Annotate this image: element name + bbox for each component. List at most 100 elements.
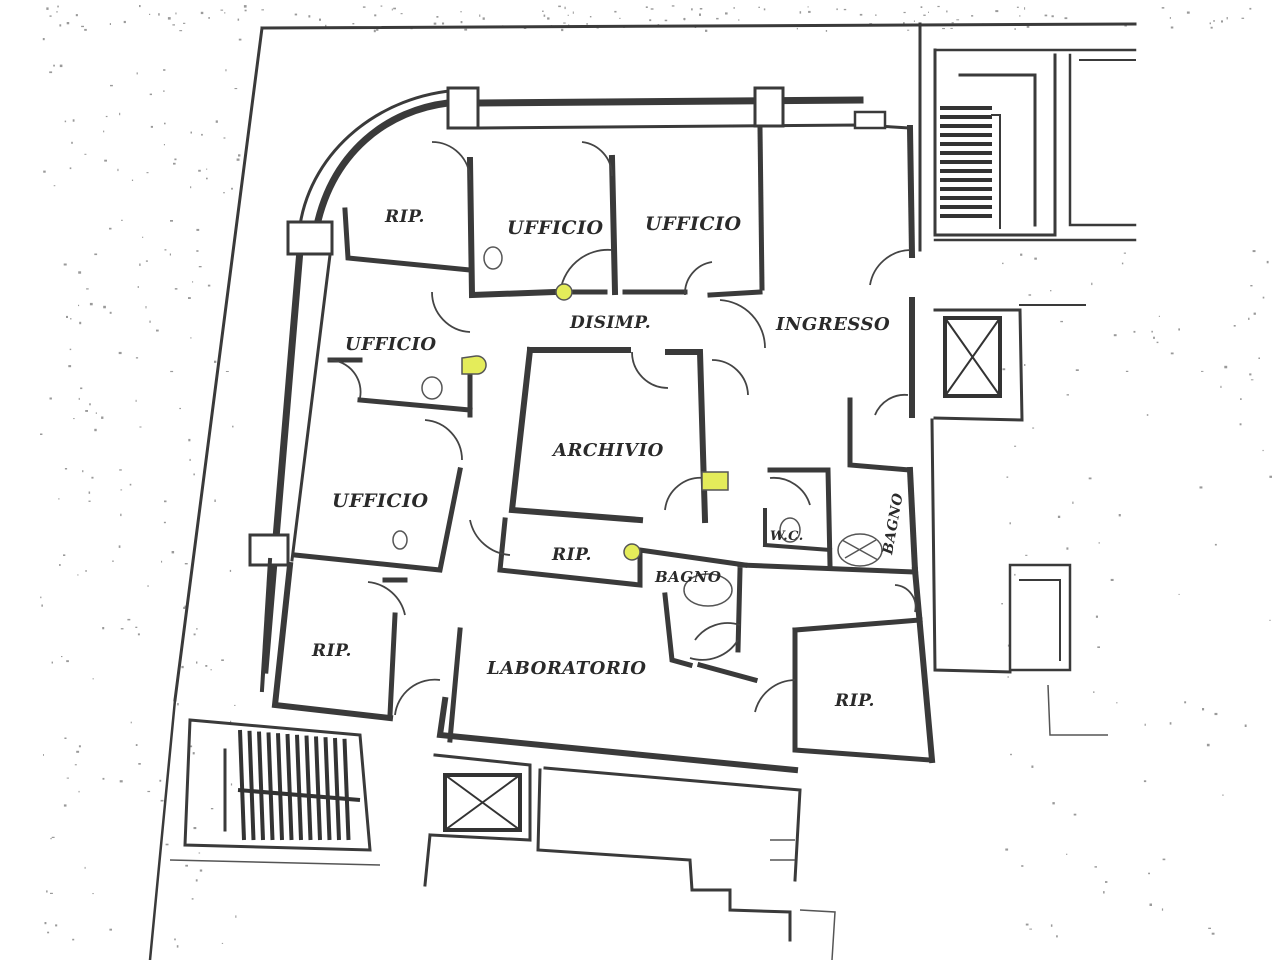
- scan-speck: [109, 23, 111, 25]
- room-label-wc: W.C.: [770, 529, 804, 544]
- scan-speck: [92, 678, 94, 680]
- scan-speck: [1161, 7, 1165, 9]
- scan-speck: [561, 28, 564, 32]
- scan-speck: [44, 922, 47, 925]
- scan-speck: [1088, 477, 1092, 480]
- scan-speck: [229, 569, 232, 572]
- scan-speck: [586, 23, 588, 25]
- scan-speck: [1170, 352, 1174, 355]
- scan-speck: [1014, 28, 1016, 30]
- scan-speck: [920, 6, 923, 8]
- scan-speck: [995, 10, 999, 13]
- scan-speck: [170, 370, 174, 373]
- scan-speck: [1249, 7, 1252, 10]
- scan-speck: [74, 764, 77, 766]
- scan-speck: [1224, 365, 1228, 369]
- building-outline: [148, 22, 1137, 960]
- scan-speck: [149, 320, 151, 323]
- scan-speck: [1249, 373, 1252, 376]
- scan-speck: [84, 866, 86, 869]
- scan-speck: [224, 12, 226, 14]
- scan-speck: [137, 633, 140, 636]
- scan-speck: [1266, 260, 1269, 264]
- scan-speck: [46, 890, 48, 893]
- scan-speck: [482, 17, 485, 20]
- scan-speck: [190, 131, 192, 134]
- scan-speck: [66, 22, 70, 25]
- scan-speck: [903, 22, 905, 24]
- scan-speck: [223, 192, 225, 194]
- scan-speck: [1024, 364, 1026, 366]
- scan-speck: [53, 185, 56, 187]
- room-label-disimp: DISIMP.: [569, 313, 651, 333]
- scan-speck: [221, 659, 224, 661]
- door-swings: [329, 141, 917, 716]
- scan-speck: [164, 500, 167, 503]
- scan-speck: [1248, 317, 1250, 320]
- scan-speck: [206, 177, 208, 180]
- scan-speck: [78, 397, 80, 400]
- scan-speck: [956, 19, 960, 21]
- scan-speck: [1214, 712, 1218, 716]
- scan-speck: [1208, 927, 1211, 929]
- scan-speck: [1103, 891, 1105, 894]
- scan-speck: [95, 412, 97, 414]
- scan-speck: [43, 170, 46, 173]
- scan-speck: [206, 168, 208, 170]
- scan-speck: [1094, 866, 1097, 868]
- scan-speck: [950, 27, 953, 29]
- scan-speck: [147, 585, 149, 587]
- room-label-rip-top: RIP.: [384, 207, 425, 227]
- scan-speck: [109, 928, 112, 931]
- scan-speck: [136, 72, 138, 75]
- scan-speck: [146, 172, 149, 174]
- scan-speck: [79, 321, 82, 325]
- scan-speck: [836, 8, 838, 11]
- scan-speck: [393, 7, 396, 10]
- scan-speck: [119, 780, 123, 783]
- scan-speck: [1105, 881, 1108, 883]
- scan-speck: [75, 14, 78, 17]
- scan-speck: [572, 11, 574, 14]
- room-labels: RIP. UFFICIO UFFICIO DISIMP. INGRESSO UF…: [311, 207, 907, 711]
- scan-speck: [201, 133, 203, 136]
- scan-speck: [1133, 330, 1136, 333]
- elevator-shaft-icon: [428, 753, 532, 842]
- scan-speck: [112, 560, 114, 562]
- scan-speck: [1066, 853, 1068, 855]
- light-point-marker: [461, 355, 487, 375]
- scan-speck: [181, 665, 184, 669]
- scan-speck: [196, 661, 198, 664]
- scan-speck: [78, 271, 82, 274]
- scan-speck: [543, 14, 546, 17]
- scan-speck: [1001, 603, 1003, 605]
- scan-speck: [1002, 368, 1006, 371]
- scan-speck: [1025, 554, 1028, 556]
- scan-speck: [460, 21, 463, 24]
- scan-speck: [188, 438, 191, 442]
- scan-speck: [174, 158, 177, 161]
- scan-speck: [169, 253, 171, 256]
- scan-speck: [1250, 285, 1253, 287]
- scan-speck: [1006, 476, 1009, 478]
- scan-speck: [564, 6, 566, 10]
- scan-speck: [1056, 935, 1058, 938]
- scan-speck: [175, 12, 177, 15]
- scan-speck: [1064, 17, 1068, 20]
- scan-speck: [436, 16, 439, 18]
- scan-speck: [51, 661, 53, 664]
- scan-speck: [1146, 414, 1149, 416]
- light-point-marker: [555, 283, 573, 301]
- scan-speck: [185, 864, 188, 867]
- scan-speck: [183, 606, 186, 609]
- scan-speck: [84, 28, 87, 31]
- scan-speck: [1066, 394, 1069, 396]
- scan-speck: [120, 628, 124, 630]
- scan-speck: [238, 38, 242, 41]
- scan-speck: [137, 286, 139, 288]
- scan-speck: [139, 426, 142, 428]
- room-label-ufficio-4: UFFICIO: [332, 490, 429, 512]
- scan-speck: [103, 130, 105, 133]
- scan-speck: [875, 14, 877, 16]
